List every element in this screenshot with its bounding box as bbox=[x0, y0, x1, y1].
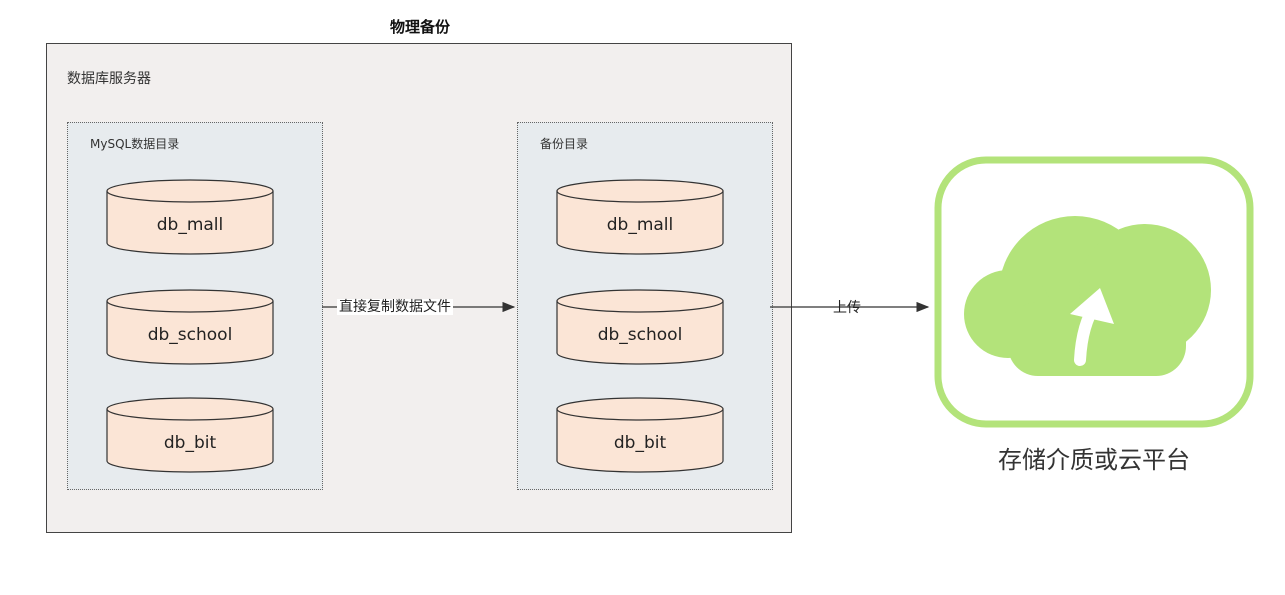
database-cylinder: db_bit bbox=[556, 397, 724, 473]
storage-label: 存储介质或云平台 bbox=[998, 446, 1190, 474]
database-server: 数据库服务器 MySQL数据目录 db_mall db_school db_bi… bbox=[46, 43, 792, 533]
copy-arrow-label: 直接复制数据文件 bbox=[337, 299, 453, 315]
cylinder-icon bbox=[556, 289, 724, 365]
database-name: db_bit bbox=[613, 433, 667, 453]
database-cylinder: db_bit bbox=[106, 397, 274, 473]
cloud-upload-icon bbox=[934, 156, 1254, 428]
mysql-data-directory-label: MySQL数据目录 bbox=[90, 137, 180, 151]
backup-directory-label: 备份目录 bbox=[540, 137, 589, 151]
database-cylinder: db_mall bbox=[106, 179, 274, 255]
backup-directory: 备份目录 db_mall db_school db_bit bbox=[517, 122, 773, 490]
diagram-title: 物理备份 bbox=[389, 18, 450, 36]
cylinder-icon bbox=[556, 179, 724, 255]
cylinder-icon bbox=[106, 397, 274, 473]
database-name: db_bit bbox=[163, 433, 217, 453]
database-cylinder: db_school bbox=[556, 289, 724, 365]
cylinder-icon bbox=[556, 397, 724, 473]
cylinder-icon bbox=[106, 179, 274, 255]
upload-arrow-label: 上传 bbox=[833, 300, 861, 316]
database-name: db_mall bbox=[156, 215, 224, 235]
database-name: db_mall bbox=[606, 215, 674, 235]
database-name: db_school bbox=[597, 325, 683, 345]
server-label: 数据库服务器 bbox=[67, 71, 151, 87]
database-name: db_school bbox=[147, 325, 233, 345]
database-cylinder: db_school bbox=[106, 289, 274, 365]
database-cylinder: db_mall bbox=[556, 179, 724, 255]
mysql-data-directory: MySQL数据目录 db_mall db_school db_bit bbox=[67, 122, 323, 490]
cylinder-icon bbox=[106, 289, 274, 365]
